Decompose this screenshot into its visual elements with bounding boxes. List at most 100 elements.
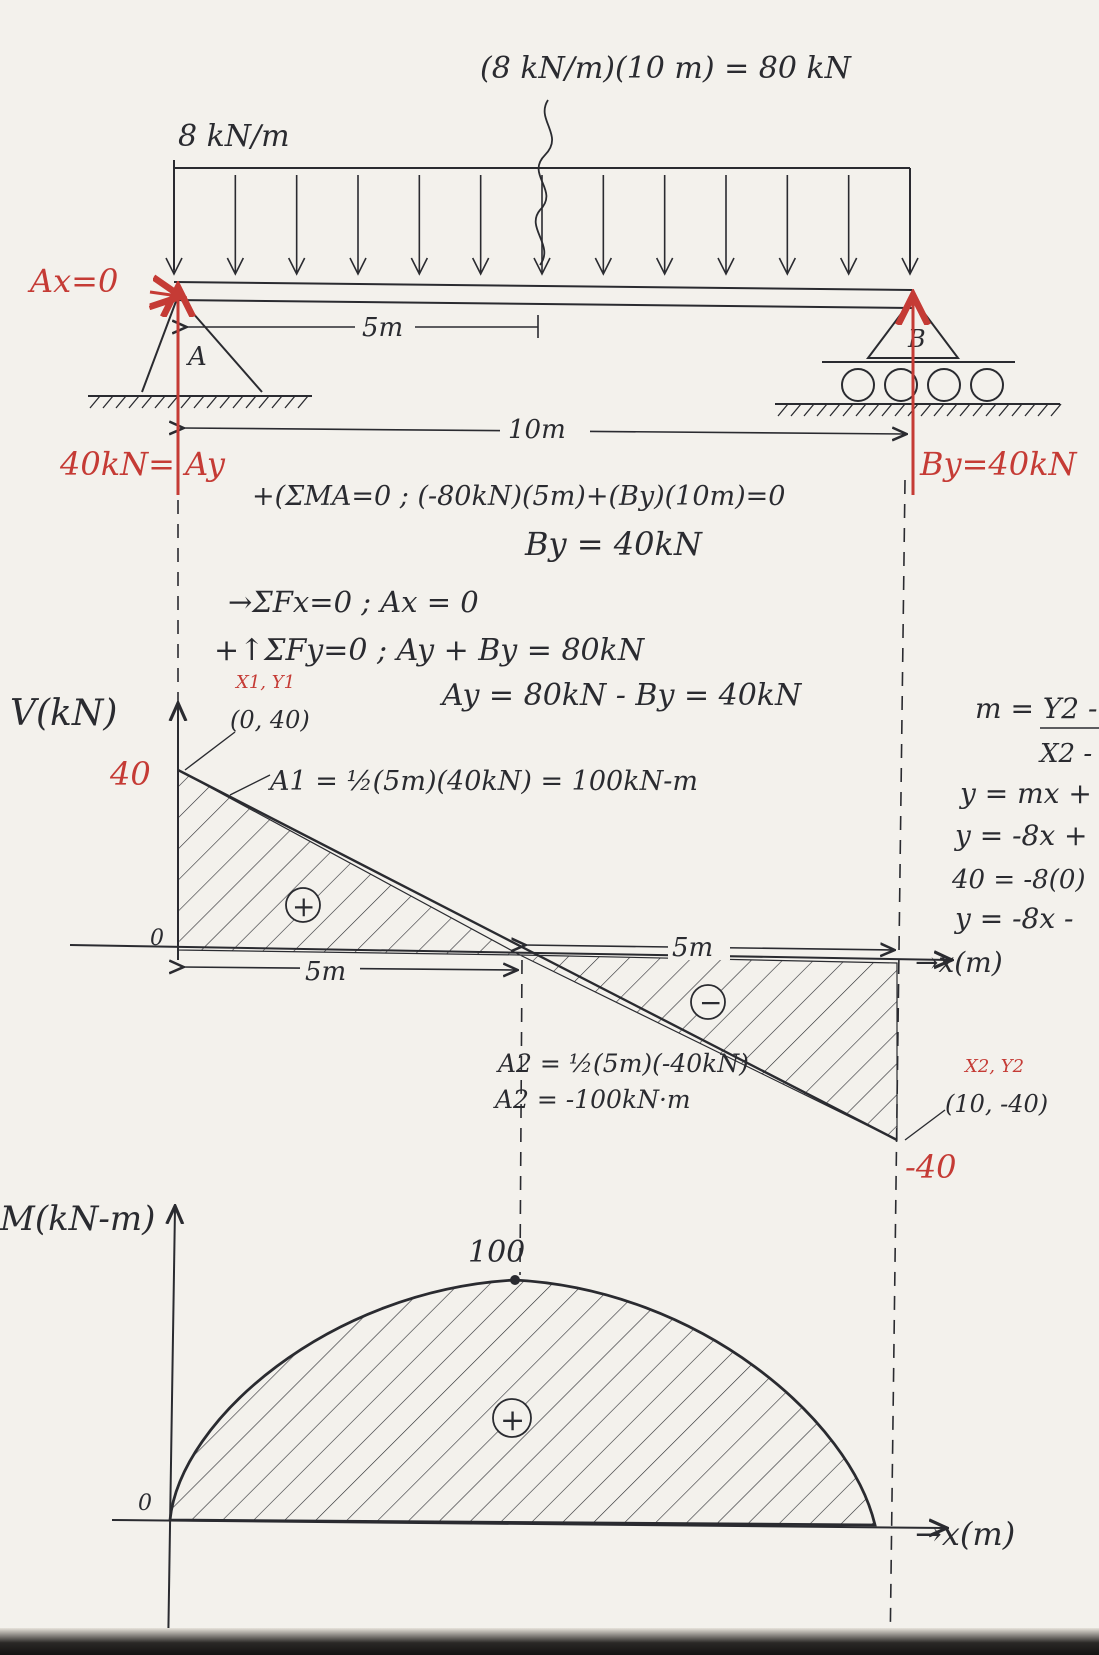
- roller-wheel: [884, 368, 918, 402]
- point2-label: X2, Y2: [963, 1056, 1024, 1077]
- guide-line-mid: [519, 959, 523, 1276]
- ground-hatch-stroke: [102, 395, 114, 409]
- beam-bottom: [173, 299, 913, 309]
- moment-peak-point: [510, 1275, 520, 1285]
- resultant-force-label: (8 kN/m)(10 m) = 80 kN: [480, 51, 853, 86]
- moment-x-axis-label: →x(m): [915, 1515, 1015, 1553]
- load-arrow: [287, 175, 306, 276]
- shear-axis-label: V(kN): [10, 693, 117, 734]
- load-arrow: [349, 175, 367, 276]
- ground-hatch-stroke: [167, 395, 179, 409]
- roller-wheel: [927, 368, 961, 402]
- ground-hatch-stroke: [855, 403, 867, 417]
- load-arrow: [901, 175, 919, 276]
- ground-hatch-stroke: [245, 395, 257, 409]
- load-arrow: [533, 175, 551, 276]
- slope-numerator: m = Y2 -: [975, 692, 1097, 725]
- shear-plus-text: +: [292, 890, 315, 923]
- point2-leader: [904, 1109, 946, 1141]
- shear-minus-text: −: [699, 986, 722, 1019]
- ground-hatch-stroke: [1011, 403, 1023, 417]
- ground-hatch-stroke: [985, 403, 997, 417]
- ground-hatch-stroke: [972, 403, 984, 417]
- load-arrow: [655, 175, 674, 276]
- ground-hatch-stroke: [777, 403, 789, 417]
- page-bottom-shadow: [0, 1628, 1099, 1655]
- shear-top-value: 40: [109, 755, 151, 793]
- ground-hatch-stroke: [920, 403, 932, 417]
- line-eq-4: y = -8x -: [953, 902, 1074, 935]
- ground-hatch-stroke: [258, 395, 270, 409]
- area1-label: A1 = ½(5m)(40kN) = 100kN-m: [267, 766, 698, 797]
- shear-minus-symbol: [690, 984, 726, 1020]
- moment-diagram: M(kN-m) →x(m) 0 100 +: [0, 1199, 1015, 1655]
- load-arrow: [594, 175, 613, 276]
- reaction-ax-arrow: [150, 292, 178, 296]
- point1-leader: [184, 731, 236, 771]
- beam-top: [173, 281, 913, 291]
- moment-peak-label: 100: [468, 1235, 525, 1270]
- line-eq-2: y = -8x +: [953, 819, 1088, 852]
- moment-y-axis: [168, 1208, 175, 1655]
- ground-hatch-stroke: [1037, 403, 1049, 417]
- ground-hatch-stroke: [790, 403, 802, 417]
- slope-notes: m = Y2 - X2 - y = mx + y = -8x + 40 = -8…: [951, 692, 1099, 935]
- ground-hatch-stroke: [219, 395, 231, 409]
- shear-dim-left-label: 5m: [305, 957, 346, 987]
- shear-dim-right-label: 5m: [672, 933, 713, 963]
- equilibrium-equations: +(ΣMA=0 ; (-80kN)(5m)+(By)(10m)=0 By = 4…: [214, 481, 803, 713]
- roller-wheel: [970, 368, 1004, 402]
- slope-denominator: X2 -: [1038, 739, 1092, 769]
- reaction-ay-label: 40kN= Ay: [59, 445, 226, 483]
- ground-hatch-stroke: [868, 403, 880, 417]
- dim-5m-label: 5m: [362, 313, 403, 343]
- ground-a-hatch: [89, 395, 309, 409]
- shear-diagram: V(kN) →x(m) 0 40 -40 + − X1, Y1 (0, 40) …: [10, 672, 1048, 1186]
- shear-bottom-value: -40: [905, 1148, 957, 1186]
- sum-fy-equation: +↑ΣFy=0 ; Ay + By = 80kN: [214, 633, 646, 668]
- ground-hatch-stroke: [1024, 403, 1036, 417]
- shear-plus-symbol: [285, 887, 321, 923]
- ground-hatch-stroke: [180, 395, 192, 409]
- by-result: By = 40kN: [524, 525, 703, 563]
- distributed-load-label: 8 kN/m: [178, 119, 290, 154]
- shear-origin: 0: [150, 926, 164, 951]
- line-eq-1: y = mx +: [958, 777, 1092, 810]
- ground-hatch-stroke: [89, 395, 101, 409]
- ground-hatch-stroke: [803, 403, 815, 417]
- load-arrow: [778, 175, 797, 276]
- ground-hatch-stroke: [881, 403, 893, 417]
- support-a-label: A: [186, 342, 207, 372]
- area2-label-b: A2 = -100kN·m: [493, 1085, 691, 1114]
- ground-hatch-stroke: [933, 403, 945, 417]
- moment-origin: 0: [138, 1491, 152, 1516]
- area1-leader: [229, 774, 271, 796]
- ground-hatch-stroke: [154, 395, 166, 409]
- ground-hatch-stroke: [232, 395, 244, 409]
- reaction-ax-label: Ax=0: [27, 262, 118, 300]
- load-arrow: [410, 175, 429, 276]
- sum-fx-equation: →ΣFx=0 ; Ax = 0: [228, 585, 479, 619]
- load-arrow: [839, 175, 858, 276]
- ground-hatch-stroke: [829, 403, 841, 417]
- ground-hatch-stroke: [115, 395, 127, 409]
- support-b-label: B: [907, 325, 926, 353]
- ground-hatch-stroke: [842, 403, 854, 417]
- load-arrow: [226, 175, 245, 276]
- distributed-load-arrows: [165, 175, 919, 276]
- ground-hatch-stroke: [998, 403, 1010, 417]
- reactions: Ax=0 40kN= Ay By=40kN: [27, 262, 1078, 495]
- ground-hatch-stroke: [816, 403, 828, 417]
- moment-plus-text: +: [500, 1403, 525, 1438]
- ground-hatch-stroke: [193, 395, 205, 409]
- moment-equation: +(ΣMA=0 ; (-80kN)(5m)+(By)(10m)=0: [252, 481, 785, 512]
- ground-hatch-stroke: [894, 403, 906, 417]
- shear-x-axis-label: →x(m): [915, 946, 1003, 979]
- roller-wheels: [841, 368, 1004, 402]
- point1-label: X1, Y1: [234, 672, 295, 693]
- ground-hatch-stroke: [297, 395, 309, 409]
- ground-b-hatch: [777, 403, 1062, 417]
- area2-label-a: A2 = ½(5m)(-40kN): [496, 1049, 749, 1078]
- ground-hatch-stroke: [1050, 403, 1062, 417]
